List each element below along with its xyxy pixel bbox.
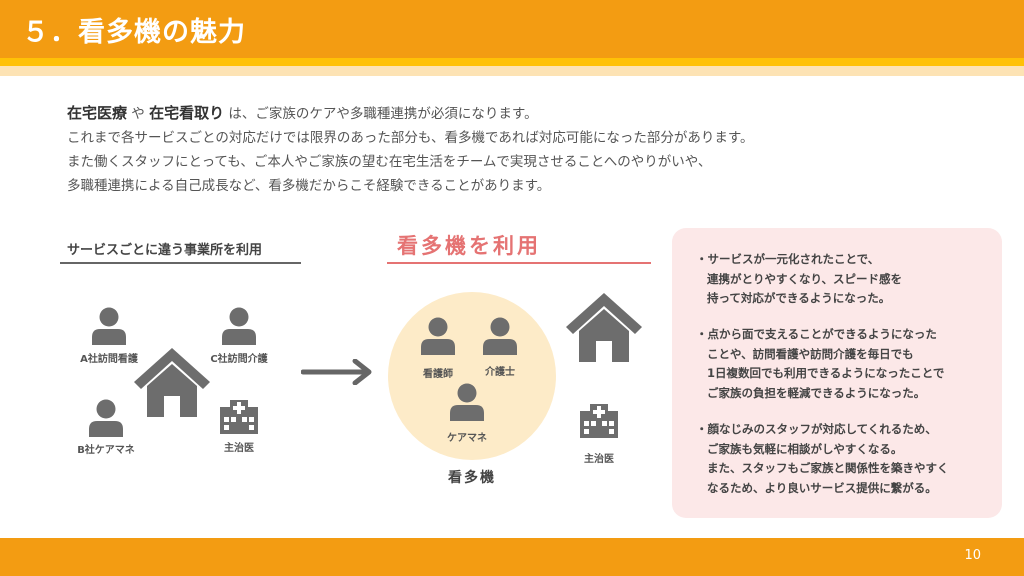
- header-bar: ５．看多機の魅力: [0, 0, 1024, 58]
- intro-line-2: これまで各サービスごとの対応だけでは限界のあった部分も、看多機であれば対応可能に…: [67, 130, 754, 146]
- person-icon: [92, 307, 126, 345]
- benefit-line: ・サービスが一元化されたことで、: [696, 252, 880, 266]
- label-c-care: C社訪問介護: [210, 354, 268, 365]
- hospital-icon: [220, 400, 258, 434]
- header-stripe-cream: [0, 66, 1024, 76]
- benefit-line: なるため、より良いサービス提供に繋がる。: [707, 480, 937, 495]
- benefit-line: ・顔なじみのスタッフが対応してくれるため、: [696, 422, 937, 436]
- label-b-caremanager: B社ケアマネ: [77, 445, 135, 456]
- benefit-line: 1日複数回でも利用できるようになったことで: [707, 366, 945, 380]
- benefit-line: また、スタッフもご家族と関係性を築きやすく: [707, 461, 949, 475]
- page-number: 10: [964, 548, 981, 563]
- benefit-item: ・サービスが一元化されたことで、 連携がとりやすくなり、スピード感を 持って対応…: [696, 250, 902, 309]
- label-a-nursing: A社訪問看護: [80, 354, 138, 365]
- kantaki-label: 看多機: [448, 470, 496, 486]
- term-home-medical: 在宅医療: [67, 104, 128, 122]
- middle-heading-underline: [387, 262, 651, 264]
- middle-section-heading: 看多機を利用: [397, 234, 541, 258]
- benefit-line: 持って対応ができるようになった。: [707, 291, 891, 305]
- header-stripe-yellow: [0, 58, 1024, 66]
- benefit-line: ご家族の負担を軽減できるようになった。: [707, 385, 926, 400]
- footer-bar: 10: [0, 538, 1024, 576]
- page-title: ５．看多機の魅力: [22, 17, 246, 48]
- benefit-line: ・点から面で支えることができるようになった: [696, 327, 937, 341]
- label-doctor-left: 主治医: [224, 443, 254, 454]
- benefit-line: 連携がとりやすくなり、スピード感を: [707, 271, 903, 286]
- left-heading-underline: [60, 262, 301, 264]
- intro-line-4: 多職種連携による自己成長など、看多機だからこそ経験できることがあります。: [67, 178, 551, 194]
- house-icon: [134, 348, 210, 417]
- intro-line-1: 在宅医療 や 在宅看取り は、ご家族のケアや多職種連携が必須になります。: [67, 101, 753, 126]
- person-icon: [421, 317, 455, 355]
- left-section-heading: サービスごとに違う事業所を利用: [67, 243, 263, 258]
- benefit-item: ・点から面で支えることができるようになった ことや、訪問看護や訪問介護を毎日でも…: [696, 325, 944, 403]
- label-caregiver: 介護士: [485, 367, 515, 378]
- benefits-box: ・サービスが一元化されたことで、 連携がとりやすくなり、スピード感を 持って対応…: [672, 228, 1002, 518]
- intro-conj: や: [127, 106, 150, 122]
- house-icon: [566, 293, 642, 362]
- label-caremanager: ケアマネ: [447, 433, 487, 444]
- person-icon: [483, 317, 517, 355]
- benefit-item: ・顔なじみのスタッフが対応してくれるため、 ご家族も気軽に相談がしやすくなる。 …: [696, 420, 949, 498]
- arrow-right-icon: [301, 359, 372, 385]
- kantaki-circle: [388, 292, 556, 460]
- intro-line-3: また働くスタッフにとっても、ご本人やご家族の望む在宅生活をチームで実現させること…: [67, 154, 712, 170]
- benefit-line: ことや、訪問看護や訪問介護を毎日でも: [707, 346, 914, 361]
- term-home-end-of-life: 在宅看取り: [149, 104, 225, 122]
- label-nurse: 看護師: [423, 369, 453, 380]
- label-doctor-right: 主治医: [584, 454, 614, 465]
- hospital-icon: [580, 404, 618, 438]
- intro-line-1-rest: は、ご家族のケアや多職種連携が必須になります。: [224, 106, 538, 122]
- person-icon: [450, 383, 484, 421]
- person-icon: [89, 399, 123, 437]
- intro-text: 在宅医療 や 在宅看取り は、ご家族のケアや多職種連携が必須になります。 これま…: [67, 101, 753, 198]
- benefit-line: ご家族も気軽に相談がしやすくなる。: [707, 441, 903, 456]
- person-icon: [222, 307, 256, 345]
